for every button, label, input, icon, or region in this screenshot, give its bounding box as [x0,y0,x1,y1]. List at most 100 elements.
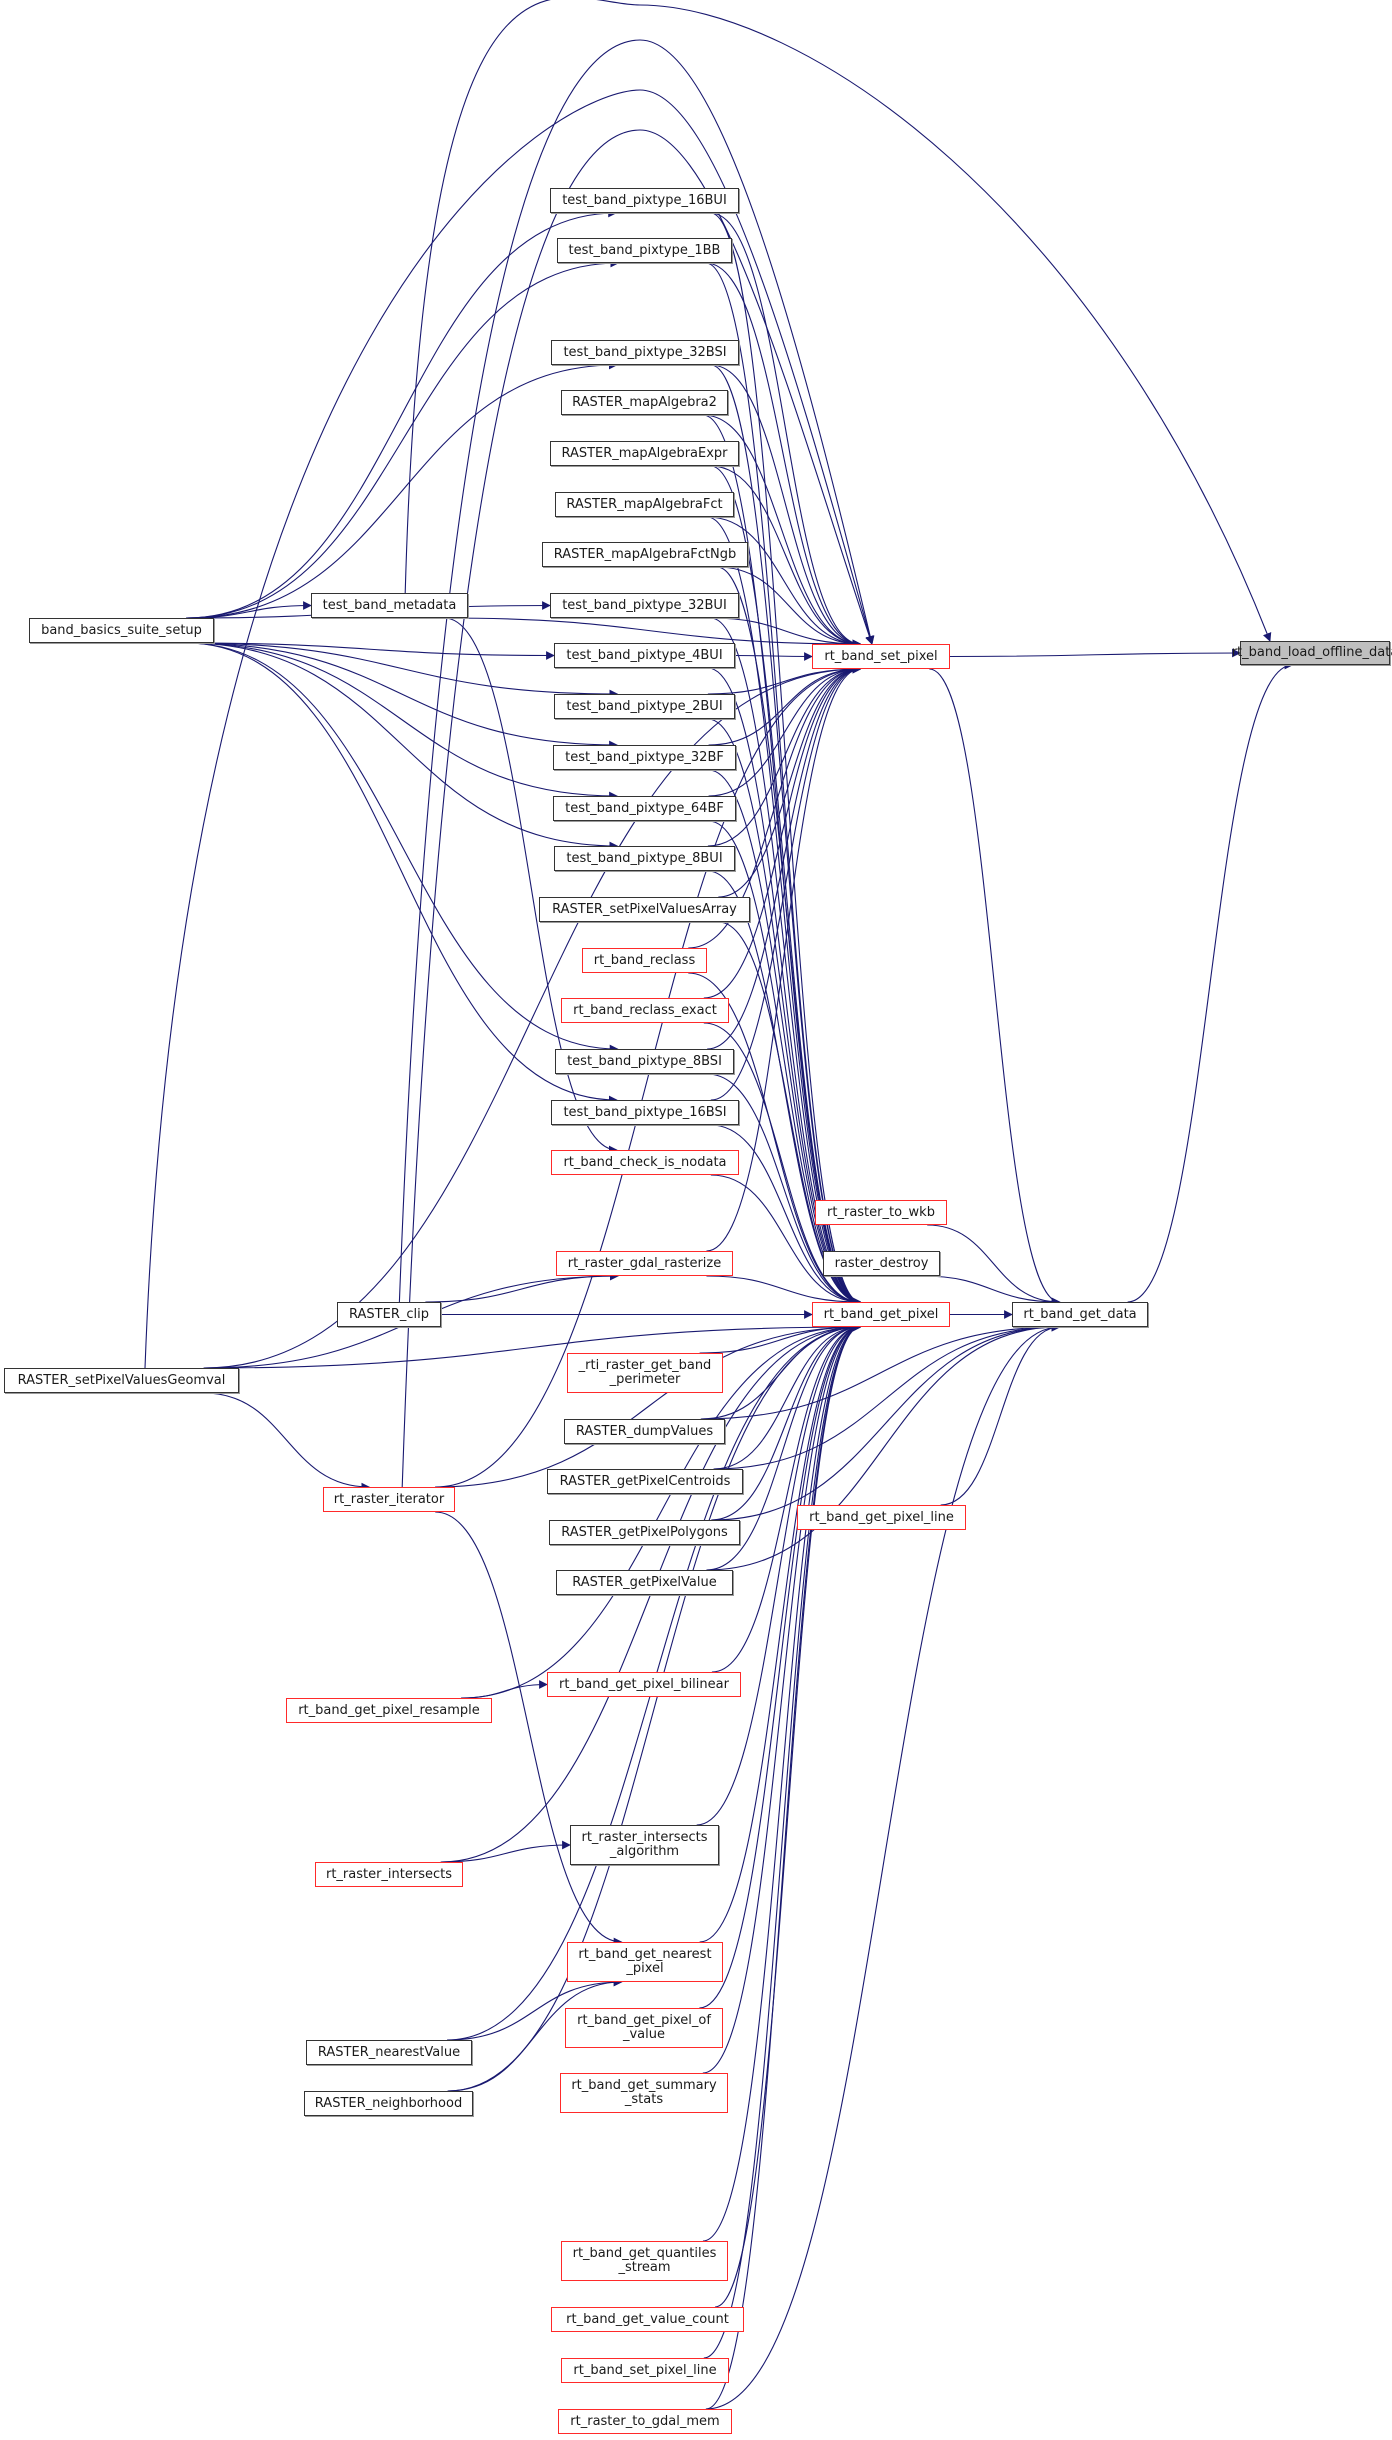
edge-band-basics-suite-setup-to-test-band-pixtype-32bsi [186,360,618,619]
graph-node-rt-band-get-data[interactable]: rt_band_get_data [1012,1302,1148,1327]
graph-node-test-band-pixtype-32bf[interactable]: test_band_pixtype_32BF [553,745,736,770]
edge-raster-getpixelcentroids-to-rt-band-get-pixel [713,1322,862,1470]
edge-rt-band-set-pixel-to-rt-band-get-data [929,668,1061,1307]
graph-node-test-band-pixtype-2bui[interactable]: test_band_pixtype_2BUI [554,694,735,719]
graph-node-raster-nearestvalue[interactable]: RASTER_nearestValue [306,2040,472,2065]
edge-band-basics-suite-setup-to-test-band-pixtype-4bui [186,642,555,660]
graph-node-raster-getpixelcentroids[interactable]: RASTER_getPixelCentroids [547,1469,743,1494]
edge-rt-raster-to-wkb-to-rt-band-get-data [927,1224,1061,1307]
edge-rt-band-set-pixel-to-rt-band-load-offline-data [949,648,1241,658]
graph-node-raster-setpixelvaluesgeomval[interactable]: RASTER_setPixelValuesGeomval [4,1368,239,1393]
graph-node-test-band-metadata[interactable]: test_band_metadata [311,593,468,618]
edge-raster-setpixelvaluesgeomval-to-rt-raster-iterator [203,1392,371,1492]
edge-band-basics-suite-setup-to-test-band-pixtype-8bsi [186,642,619,1054]
edge-raster-mapalgebraexpr-to-rt-band-get-pixel [710,465,862,1307]
edge-raster-clip-to-rt-raster-gdal-rasterize [425,1271,619,1303]
edge-arc-raster-setpixelvaluesgeomval [144,89,875,1369]
graph-node-raster-mapalgebrafct[interactable]: RASTER_mapAlgebraFct [555,492,734,517]
graph-node-test-band-pixtype-1bb[interactable]: test_band_pixtype_1BB [557,238,732,263]
graph-node-raster-clip[interactable]: RASTER_clip [337,1302,441,1327]
graph-node-rt-band-load-offline-data: rt_band_load_offline_data [1232,641,1392,665]
graph-node-test-band-pixtype-32bui[interactable]: test_band_pixtype_32BUI [550,593,739,618]
edge-arc-test-band-metadata [404,0,1272,642]
edge-raster-dumpvalues-to-rt-band-get-pixel [700,1322,862,1420]
edge-test-band-pixtype-32bui-to-rt-band-set-pixel [710,617,862,649]
graph-node-rt-band-reclass[interactable]: rt_band_reclass [582,948,707,973]
graph-node-rt-band-get-pixel-line[interactable]: rt_band_get_pixel_line [797,1505,966,1530]
graph-node-rti-raster-get-band-perimeter[interactable]: _rti_raster_get_band _perimeter [567,1353,723,1393]
edge-raster-getpixelpolygons-to-rt-band-get-data [711,1322,1061,1521]
graph-node-rt-band-get-summary-stats[interactable]: rt_band_get_summary _stats [560,2073,728,2113]
edge-raster-setpixelvaluesarray-to-rt-band-set-pixel [718,664,862,898]
edge-rt-band-get-data-to-rt-band-load-offline-data [1127,660,1294,1303]
graph-node-rt-raster-to-wkb[interactable]: rt_raster_to_wkb [815,1200,947,1225]
edge-rti-raster-get-band-perimeter-to-rt-band-get-pixel [699,1322,862,1354]
edge-band-basics-suite-setup-to-test-band-pixtype-64bf [186,642,618,801]
graph-node-test-band-pixtype-8bsi[interactable]: test_band_pixtype_8BSI [555,1049,734,1074]
graph-node-test-band-pixtype-16bui[interactable]: test_band_pixtype_16BUI [550,188,739,213]
edge-raster-mapalgebrafctngb-to-rt-band-get-pixel [717,566,862,1307]
graph-node-raster-mapalgebra2[interactable]: RASTER_mapAlgebra2 [561,390,728,415]
graph-node-rt-band-check-is-nodata[interactable]: rt_band_check_is_nodata [551,1150,739,1175]
graph-node-rt-band-set-pixel-line[interactable]: rt_band_set_pixel_line [561,2358,729,2383]
graph-node-rt-band-reclass-exact[interactable]: rt_band_reclass_exact [561,998,729,1023]
graph-node-raster-getpixelpolygons[interactable]: RASTER_getPixelPolygons [549,1520,740,1545]
edge-test-band-pixtype-1bb-to-rt-band-get-pixel [705,262,862,1307]
edge-test-band-pixtype-2bui-to-rt-band-set-pixel [707,664,862,695]
edge-test-band-pixtype-16bui-to-rt-band-set-pixel [710,212,862,649]
edge-test-band-pixtype-16bsi-to-rt-band-set-pixel [710,664,862,1101]
edge-raster-setpixelvaluesgeomval-to-rt-band-set-pixel [203,664,862,1369]
edge-rt-raster-intersects-to-rt-raster-intersects-algorithm [440,1840,571,1863]
edge-rt-band-check-is-nodata-to-rt-band-get-pixel [710,1174,862,1307]
edge-raster-mapalgebrafct-to-rt-band-set-pixel [707,516,862,649]
edge-rt-raster-iterator-to-rt-band-get-pixel [435,1322,862,1488]
edge-band-basics-suite-setup-to-test-band-metadata [186,601,312,619]
edge-raster-getpixelvalue-to-rt-band-get-data [706,1322,1061,1571]
edge-test-band-pixtype-8bui-to-rt-band-get-pixel [707,870,862,1307]
graph-node-rt-band-get-nearest-pixel[interactable]: rt_band_get_nearest _pixel [567,1942,723,1982]
graph-node-rt-band-set-pixel[interactable]: rt_band_set_pixel [812,644,950,669]
edge-raster-dumpvalues-to-rt-band-get-data [700,1322,1061,1420]
graph-node-test-band-pixtype-32bsi[interactable]: test_band_pixtype_32BSI [551,340,739,365]
graph-node-test-band-pixtype-16bsi[interactable]: test_band_pixtype_16BSI [551,1100,739,1125]
graph-node-test-band-pixtype-4bui[interactable]: test_band_pixtype_4BUI [554,643,735,668]
edge-band-basics-suite-setup-to-test-band-pixtype-32bf [186,642,618,750]
edge-rt-band-get-summary-stats-to-rt-band-get-pixel [702,1322,862,2074]
edge-rt-raster-to-gdal-mem-to-rt-band-get-data [705,1322,1061,2410]
graph-node-raster-mapalgebrafctngb[interactable]: RASTER_mapAlgebraFctNgb [542,542,748,567]
graph-node-raster-getpixelvalue[interactable]: RASTER_getPixelValue [556,1570,733,1595]
graph-node-test-band-pixtype-8bui[interactable]: test_band_pixtype_8BUI [554,846,735,871]
graph-node-raster-mapalgebraexpr[interactable]: RASTER_mapAlgebraExpr [550,441,739,466]
edge-band-basics-suite-setup-to-test-band-pixtype-2bui [186,642,619,699]
graph-node-rt-band-get-pixel-resample[interactable]: rt_band_get_pixel_resample [286,1698,492,1723]
edge-raster-setpixelvaluesarray-to-rt-band-get-pixel [718,921,862,1307]
edge-test-band-pixtype-4bui-to-rt-band-set-pixel [734,652,813,661]
graph-node-raster-setpixelvaluesarray[interactable]: RASTER_setPixelValuesArray [539,897,750,922]
edge-rt-band-get-pixel-resample-to-rt-band-get-pixel-bilinear [461,1680,548,1699]
graph-node-rt-raster-to-gdal-mem[interactable]: rt_raster_to_gdal_mem [558,2409,732,2434]
graph-node-rt-raster-iterator[interactable]: rt_raster_iterator [323,1487,455,1512]
edge-raster-getpixelcentroids-to-rt-band-get-data [713,1322,1061,1470]
graph-node-raster-dumpvalues[interactable]: RASTER_dumpValues [564,1419,725,1444]
edge-test-band-pixtype-64bf-to-rt-band-set-pixel [708,664,862,797]
graph-node-rt-band-get-pixel-bilinear[interactable]: rt_band_get_pixel_bilinear [547,1672,741,1697]
graph-node-test-band-pixtype-64bf[interactable]: test_band_pixtype_64BF [553,796,736,821]
graph-node-rt-raster-intersects-algorithm[interactable]: rt_raster_intersects _algorithm [570,1825,719,1865]
edge-rt-raster-gdal-rasterize-to-rt-band-get-pixel [706,1275,862,1307]
graph-node-rt-band-get-quantiles-stream[interactable]: rt_band_get_quantiles _stream [561,2241,728,2281]
edge-rt-band-get-pixel-bilinear-to-rt-band-get-pixel [711,1322,862,1673]
graph-node-rt-band-get-pixel[interactable]: rt_band_get_pixel [812,1302,950,1327]
graph-node-band-basics-suite-setup[interactable]: band_basics_suite_setup [29,618,214,643]
graph-node-rt-band-get-pixel-of-value[interactable]: rt_band_get_pixel_of _value [565,2008,723,2048]
edge-rt-band-get-pixel-line-to-rt-band-get-data [940,1322,1061,1506]
edge-raster-destroy-to-rt-band-get-data [922,1275,1061,1307]
graph-node-rt-band-get-value-count[interactable]: rt_band_get_value_count [551,2307,744,2332]
edge-test-band-metadata-to-rt-band-set-pixel [444,617,862,649]
edge-band-basics-suite-setup-to-test-band-pixtype-16bsi [186,642,618,1105]
graph-node-raster-destroy[interactable]: raster_destroy [823,1251,940,1276]
graph-node-raster-neighborhood[interactable]: RASTER_neighborhood [304,2091,473,2116]
edge-raster-setpixelvaluesgeomval-to-rt-band-get-pixel [203,1322,862,1369]
graph-node-rt-raster-intersects[interactable]: rt_raster_intersects [315,1862,463,1887]
graph-node-rt-raster-gdal-rasterize[interactable]: rt_raster_gdal_rasterize [556,1251,733,1276]
